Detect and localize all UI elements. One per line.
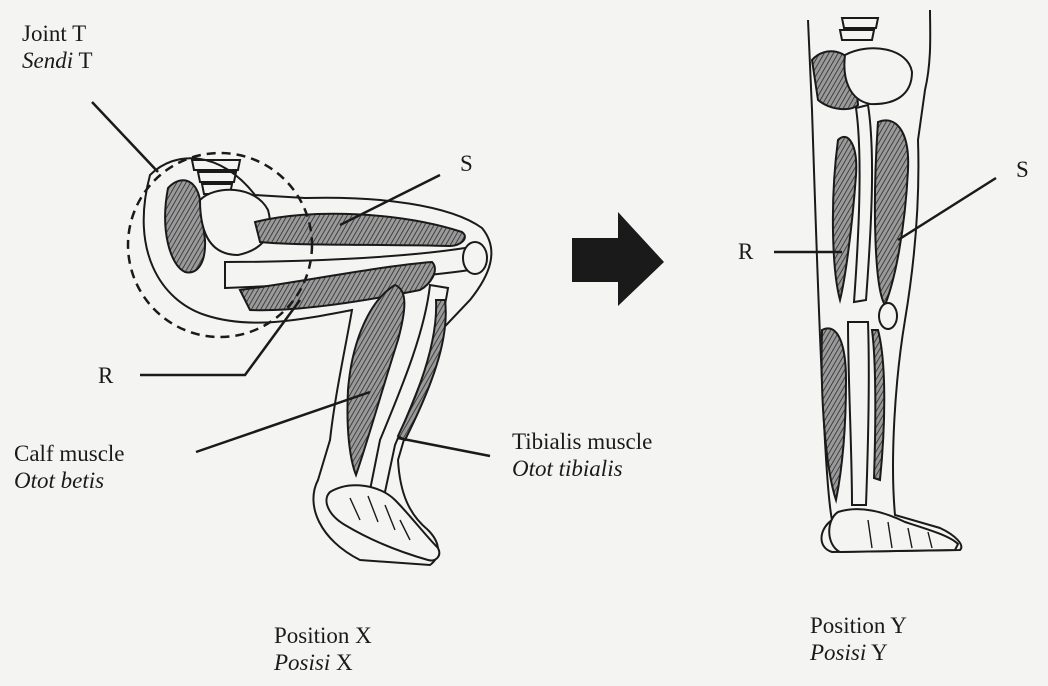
calf-muscle-en: Calf muscle [14,440,125,467]
femur-y [854,105,872,302]
pelvis-y [844,48,912,104]
muscle-r-y [833,137,856,300]
tibialis-leader [398,438,490,456]
tibia-y [848,322,869,505]
position-x-ms: Posisi X [274,649,372,676]
kneecap-y [879,303,897,329]
s-label-x: S [460,150,473,177]
joint-t-en: Joint T [22,20,93,47]
spine-y [840,18,878,40]
muscle-s-y [875,120,908,305]
r-leader-x [140,300,300,375]
position-y-label: Position Y Posisi Y [810,612,907,666]
leg-position-y [808,10,961,552]
tibialis-muscle-ms: Otot tibialis [512,455,652,482]
tibialis-muscle-label: Tibialis muscle Otot tibialis [512,428,652,482]
calf-muscle-ms: Otot betis [14,467,125,494]
foot-y [829,509,958,552]
position-y-en: Position Y [810,612,907,639]
back-muscle-x [165,180,205,272]
joint-t-leader [92,102,158,172]
position-x-en: Position X [274,622,372,649]
calf-leader [196,392,370,452]
r-label-y: R [738,238,753,265]
s-label-y: S [1016,156,1029,183]
joint-t-ms: Sendi T [22,47,93,74]
calf-muscle-x [347,285,404,475]
position-x-label: Position X Posisi X [274,622,372,676]
tibialis-muscle-en: Tibialis muscle [512,428,652,455]
r-label-x: R [98,362,113,389]
arrow-icon [572,212,664,306]
calf-muscle-label: Calf muscle Otot betis [14,440,125,494]
s-leader-y [898,178,996,240]
leg-position-x [128,153,491,565]
calf-muscle-y [822,328,846,500]
tibialis-muscle-y [872,330,884,480]
muscle-s-x [255,214,465,246]
position-y-ms: Posisi Y [810,639,907,666]
joint-t-label: Joint T Sendi T [22,20,93,74]
kneecap-x [463,242,487,274]
